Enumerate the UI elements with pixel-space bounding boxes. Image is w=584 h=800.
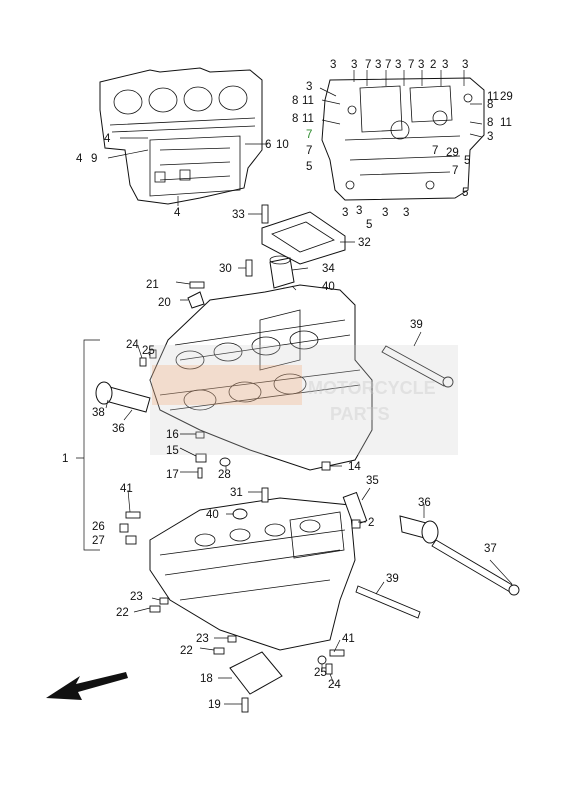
label-tr-3j: 3: [342, 207, 348, 219]
label-tr-3i: 3: [487, 131, 493, 143]
label-26: 26: [92, 521, 105, 533]
label-19: 19: [208, 699, 221, 711]
label-tr-5a: 5: [306, 161, 312, 173]
watermark-line2: PARTS: [330, 404, 390, 424]
front-direction-arrow: [46, 672, 128, 700]
label-41b: 41: [342, 633, 355, 645]
label-tr-3m: 3: [403, 207, 409, 219]
label-17: 17: [166, 469, 179, 481]
label-35: 35: [366, 475, 379, 487]
label-22b: 22: [180, 645, 193, 657]
upper-case-top-view: [99, 67, 263, 205]
label-tr-5c: 5: [462, 187, 468, 199]
label-2: 2: [368, 517, 374, 529]
label-9: 9: [91, 153, 97, 165]
upper-fasteners: [95, 345, 454, 479]
label-6: 6: [265, 139, 271, 151]
label-tr-3k: 3: [356, 205, 362, 217]
label-tr-7a: 7: [365, 59, 371, 71]
label-tr-3a: 3: [330, 59, 336, 71]
label-31: 31: [230, 487, 243, 499]
lower-crankcase: [149, 497, 356, 651]
lower-fasteners: [119, 487, 520, 713]
leader-lines: [105, 70, 513, 705]
label-4c: 4: [174, 207, 181, 219]
label-24b: 24: [328, 679, 341, 691]
label-tr-3b: 3: [351, 59, 357, 71]
label-28: 28: [218, 469, 231, 481]
label-1: 1: [62, 453, 68, 465]
label-25a: 25: [142, 345, 155, 357]
label-tr-5b: 5: [464, 155, 470, 167]
label-tr-3h: 3: [306, 81, 312, 93]
label-15: 15: [166, 445, 179, 457]
label-39a: 39: [410, 319, 423, 331]
label-40b: 40: [206, 509, 219, 521]
label-37: 37: [484, 543, 497, 555]
label-tr-11a: 11: [302, 95, 314, 107]
label-tr-11d: 11: [500, 117, 512, 129]
label-tr-7e: 7: [432, 145, 438, 157]
crankcase-cover: [261, 204, 346, 265]
label-tr-11b: 29: [500, 91, 513, 103]
label-38: 38: [92, 407, 105, 419]
label-24a: 24: [126, 339, 139, 351]
label-tr-8a: 8: [292, 95, 298, 107]
label-10: 10: [276, 139, 289, 151]
label-tr-8c: 8: [292, 113, 298, 125]
label-tr-7-highlight: 7: [306, 129, 312, 141]
label-4a: 4: [104, 133, 111, 145]
label-32: 32: [358, 237, 371, 249]
label-tr-7b: 7: [385, 59, 391, 71]
label-tr-29a: 8: [487, 99, 493, 111]
label-tr-3e: 3: [418, 59, 424, 71]
label-tr-5d: 5: [366, 219, 372, 231]
labels-main: 33 32 34 30 21 40 20 39 24 25 38 36 16 1…: [62, 209, 497, 711]
group-bracket: [76, 339, 100, 551]
label-20: 20: [158, 297, 171, 309]
label-tr-3d: 3: [395, 59, 401, 71]
label-4b: 4: [76, 153, 83, 165]
watermark-line1: MOTORCYCLE: [308, 378, 436, 398]
label-tr-7c: 7: [408, 59, 414, 71]
label-tr-2: 2: [430, 59, 436, 71]
label-34: 34: [322, 263, 335, 275]
label-14: 14: [348, 461, 361, 473]
label-36b: 36: [418, 497, 431, 509]
label-tr-7d: 7: [306, 145, 312, 157]
upper-crankcase: [149, 284, 373, 471]
label-tr-3f: 3: [442, 59, 448, 71]
label-33: 33: [232, 209, 245, 221]
label-30: 30: [219, 263, 232, 275]
label-21: 21: [146, 279, 159, 291]
label-tr-8b: 11: [487, 91, 499, 103]
label-40a: 40: [322, 281, 335, 293]
label-tr-29b: 29: [446, 147, 459, 159]
label-tr-3l: 3: [382, 207, 388, 219]
label-22a: 22: [116, 607, 129, 619]
label-36a: 36: [112, 423, 125, 435]
labels-top-left: 4 4 9 6 10 4: [76, 133, 289, 219]
label-tr-7f: 7: [452, 165, 458, 177]
label-18: 18: [200, 673, 213, 685]
label-25b: 25: [314, 667, 327, 679]
label-tr-3g: 3: [462, 59, 468, 71]
lower-case-bottom-view: [321, 77, 485, 201]
label-tr-11c: 11: [302, 113, 314, 125]
label-23b: 23: [196, 633, 209, 645]
label-23a: 23: [130, 591, 143, 603]
label-tr-8d: 8: [487, 117, 493, 129]
labels-top-right: 3 3 7 3 7 3 7 3 2 3 3 3 8 11 8 11 29 8 1…: [292, 59, 513, 231]
label-27: 27: [92, 535, 105, 547]
label-39b: 39: [386, 573, 399, 585]
label-41a: 41: [120, 483, 133, 495]
label-16: 16: [166, 429, 179, 441]
watermark: MOTORCYCLE PARTS: [150, 345, 458, 455]
label-tr-3c: 3: [375, 59, 381, 71]
